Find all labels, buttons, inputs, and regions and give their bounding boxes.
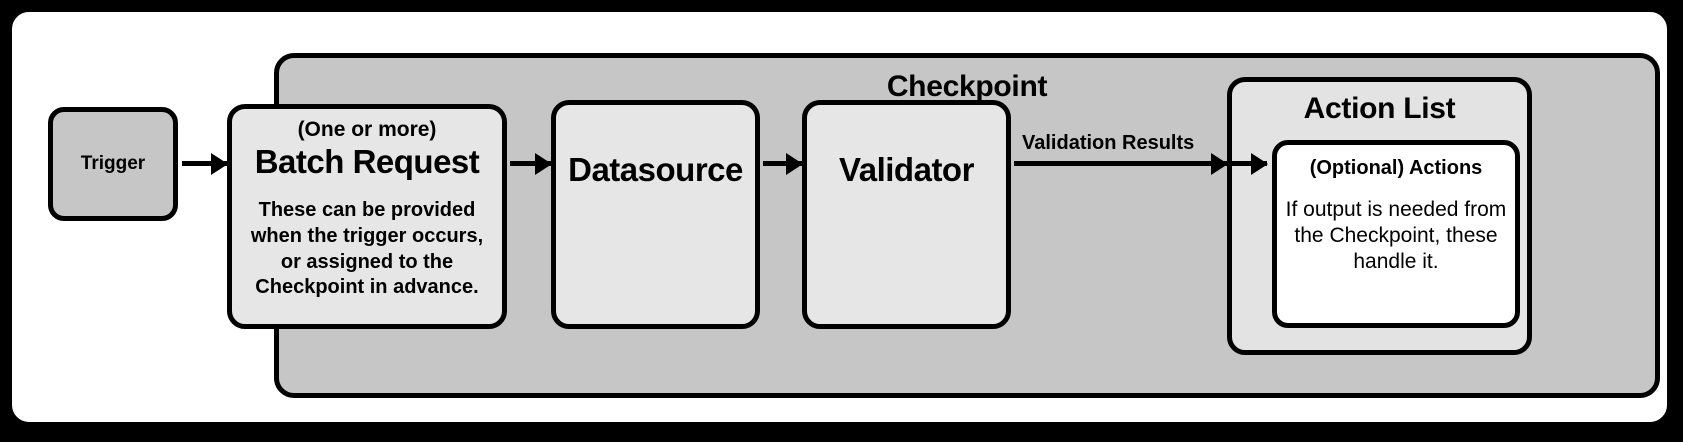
batch-request-title: Batch Request xyxy=(254,142,480,180)
trigger-node[interactable]: Trigger xyxy=(48,107,178,221)
validation-results-label: Validation Results xyxy=(1022,132,1195,154)
optional-actions-description: If output is needed from the Checkpoint,… xyxy=(1285,198,1507,273)
datasource-label: Datasource xyxy=(568,151,743,188)
datasource-node[interactable]: Datasource xyxy=(551,100,760,329)
validator-label: Validator xyxy=(839,151,974,188)
action-list-title: Action List xyxy=(1303,92,1456,125)
arrow-batch-request-to-datasource xyxy=(510,161,551,166)
arrow-validator-to-action-list xyxy=(1014,161,1227,166)
optional-actions-node[interactable]: (Optional) Actions If output is needed f… xyxy=(1272,140,1520,328)
batch-request-subtitle: (One or more) xyxy=(297,118,437,141)
action-list-container[interactable]: Action List (Optional) Actions If output… xyxy=(1227,77,1532,355)
validator-node[interactable]: Validator xyxy=(802,100,1011,329)
arrow-datasource-to-validator xyxy=(763,161,802,166)
batch-request-node[interactable]: (One or more) Batch Request These can be… xyxy=(227,104,507,329)
arrow-action-list-to-optional-actions xyxy=(1227,161,1267,166)
outer-frame: Checkpoint Trigger (One or more) Batch R… xyxy=(7,7,1672,427)
optional-actions-title: (Optional) Actions xyxy=(1309,157,1483,179)
checkpoint-title: Checkpoint xyxy=(886,70,1048,103)
trigger-label: Trigger xyxy=(80,153,146,174)
batch-request-description: These can be provided when the trigger o… xyxy=(250,199,484,299)
arrow-trigger-to-batch-request xyxy=(182,161,227,166)
